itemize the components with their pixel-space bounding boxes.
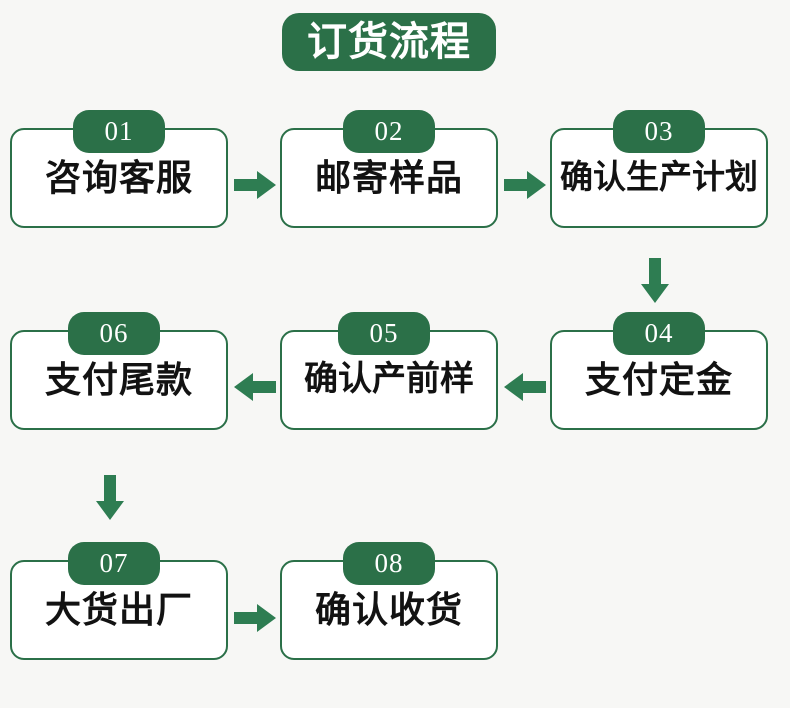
step-01-badge: 01 — [73, 110, 165, 153]
arrow-02-to-03-icon — [504, 170, 546, 200]
step-02-label: 邮寄样品 — [314, 158, 463, 198]
page-title-text: 订货流程 — [307, 19, 471, 64]
step-03[interactable]: 03 确认生产计划 — [550, 110, 768, 228]
arrow-07-to-08-icon — [234, 603, 276, 633]
arrow-04-to-05-icon — [504, 372, 546, 402]
step-05[interactable]: 05 确认产前样 — [280, 312, 498, 430]
step-01-label: 咨询客服 — [44, 158, 193, 198]
step-08-number: 08 — [374, 548, 404, 578]
step-03-label: 确认生产计划 — [560, 159, 758, 196]
step-06[interactable]: 06 支付尾款 — [10, 312, 228, 430]
step-08[interactable]: 08 确认收货 — [280, 542, 498, 660]
step-04-badge: 04 — [613, 312, 705, 355]
step-03-badge: 03 — [613, 110, 705, 153]
step-04-label: 支付定金 — [584, 360, 733, 400]
step-04[interactable]: 04 支付定金 — [550, 312, 768, 430]
step-05-badge: 05 — [338, 312, 430, 355]
step-06-label: 支付尾款 — [44, 360, 193, 400]
step-08-badge: 08 — [343, 542, 435, 585]
step-07-label: 大货出厂 — [44, 590, 193, 630]
step-06-number: 06 — [99, 318, 129, 348]
step-06-badge: 06 — [68, 312, 160, 355]
step-07[interactable]: 07 大货出厂 — [10, 542, 228, 660]
step-01[interactable]: 01 咨询客服 — [10, 110, 228, 228]
step-02-number: 02 — [374, 116, 404, 146]
step-05-label: 确认产前样 — [304, 361, 474, 398]
step-02-badge: 02 — [343, 110, 435, 153]
step-01-number: 01 — [104, 116, 134, 146]
step-03-number: 03 — [644, 116, 674, 146]
step-02[interactable]: 02 邮寄样品 — [280, 110, 498, 228]
page-title: 订货流程 — [282, 13, 496, 71]
arrow-01-to-02-icon — [234, 170, 276, 200]
arrow-06-to-07-icon — [95, 475, 125, 521]
step-07-number: 07 — [99, 548, 129, 578]
arrow-05-to-06-icon — [234, 372, 276, 402]
step-04-number: 04 — [644, 318, 674, 348]
step-05-number: 05 — [369, 318, 399, 348]
step-08-label: 确认收货 — [314, 590, 463, 630]
arrow-03-to-04-icon — [640, 258, 670, 304]
step-03-box[interactable]: 确认生产计划 — [550, 128, 768, 228]
step-07-badge: 07 — [68, 542, 160, 585]
